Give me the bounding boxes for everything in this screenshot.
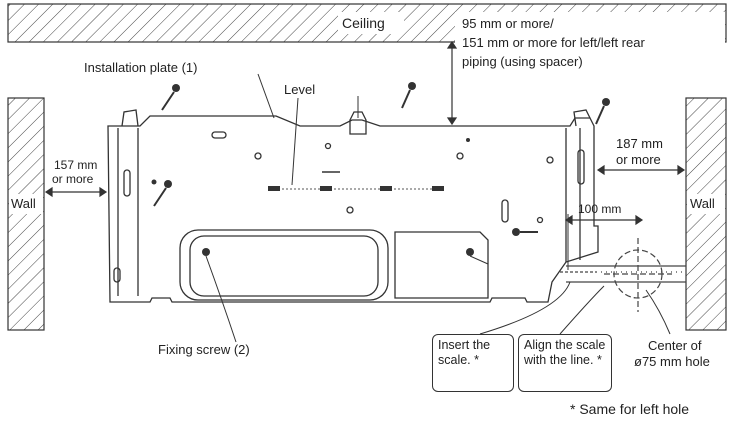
wall-right <box>685 97 727 331</box>
footnote: * Same for left hole <box>570 401 690 417</box>
level-line <box>268 97 444 191</box>
top-clearance-line3: piping (using spacer) <box>462 54 583 69</box>
wall-right-label: Wall <box>690 196 715 211</box>
ceiling <box>7 3 727 76</box>
top-clearance-line2: 151 mm or more for left/left rear <box>462 35 645 50</box>
scale-pipe <box>560 238 686 312</box>
dimension-arrows <box>44 40 686 270</box>
right-clearance-line1: 187 mm <box>616 136 663 151</box>
insert-scale-callout: Insert the scale. * <box>432 334 514 392</box>
level-label: Level <box>284 82 316 97</box>
right-clearance-line2: or more <box>616 152 661 167</box>
fixing-screw-label: Fixing screw (2) <box>158 342 250 357</box>
left-clearance-line2: or more <box>52 172 94 186</box>
screws <box>151 82 610 256</box>
installation-plate-label: Installation plate (1) <box>84 60 198 75</box>
installation-plate <box>107 109 599 303</box>
wall-left <box>7 97 45 331</box>
hole-center-line2: ø75 mm hole <box>634 354 710 369</box>
dim-100-label: 100 mm <box>578 202 622 216</box>
align-scale-callout: Align the scale with the line. * <box>518 334 612 392</box>
wall-left-label: Wall <box>11 196 36 211</box>
ceiling-label: Ceiling <box>342 15 385 31</box>
leader-lines <box>205 73 671 343</box>
hole-center-line1: Center of <box>648 338 702 353</box>
top-clearance-line1: 95 mm or more/ <box>462 16 554 31</box>
left-clearance-line1: 157 mm <box>54 158 98 172</box>
